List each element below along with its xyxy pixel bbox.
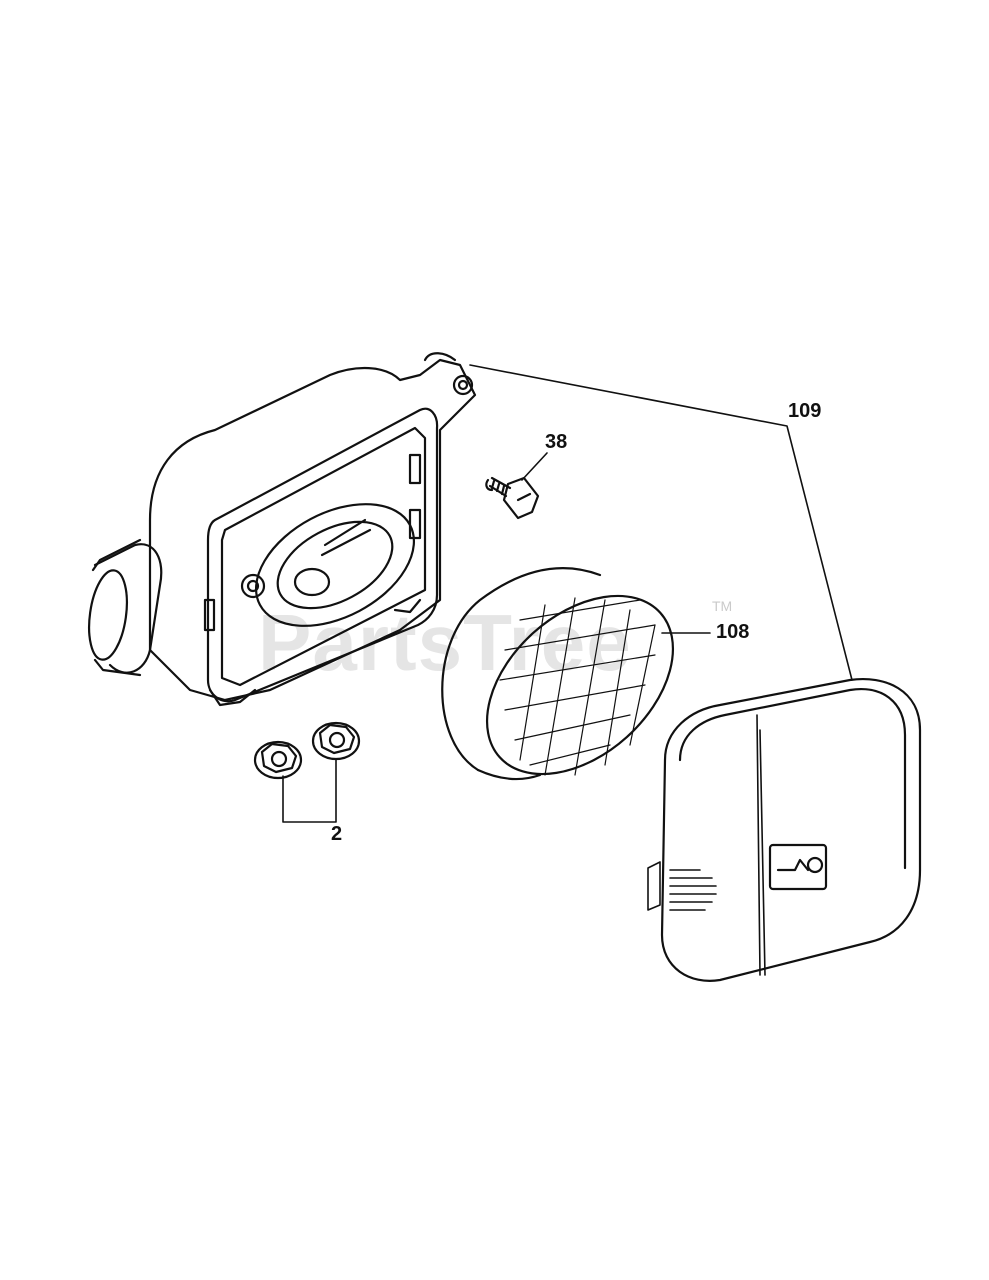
foam-filter-part xyxy=(441,567,675,781)
bolt-part xyxy=(485,476,540,520)
callout-108: 108 xyxy=(716,621,750,643)
callout-109: 109 xyxy=(788,400,822,422)
air-filter-cover xyxy=(647,678,922,982)
watermark-trademark: TM xyxy=(712,598,733,614)
leader-line-38 xyxy=(521,452,548,481)
air-filter-base xyxy=(88,352,477,707)
flange-nut-right xyxy=(311,721,361,761)
leader-line-109 xyxy=(469,364,853,681)
callout-2: 2 xyxy=(331,823,343,845)
flange-nut-left xyxy=(253,740,303,780)
leader-line-2 xyxy=(282,759,337,823)
callout-38: 38 xyxy=(545,431,568,453)
